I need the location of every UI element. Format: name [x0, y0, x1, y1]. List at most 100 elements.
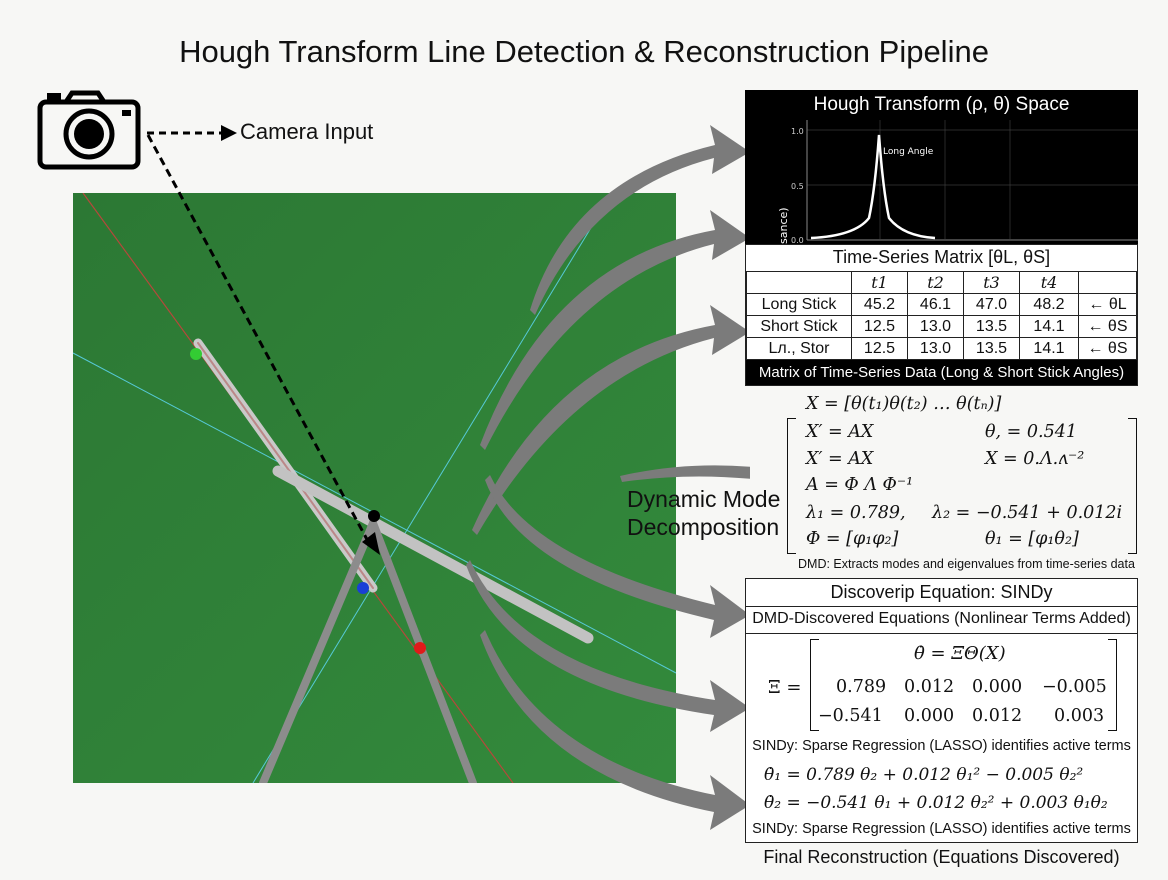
hough-space-plot: 1.0 0.5 0.0 Long Angle sance) [777, 120, 1138, 244]
flow-arrow [466, 560, 750, 732]
peak-label: Long Angle [883, 147, 934, 157]
matrix-bracket-left [810, 639, 819, 731]
xi-label: Ξ = [768, 677, 802, 698]
matrix-bracket-right [1128, 418, 1137, 554]
sindy-equation: θ̇₁ = 0.789 θ₂ + 0.012 θ₁² − 0.005 θ₂² [764, 765, 1084, 785]
long-stick-edge [197, 342, 374, 589]
table-cell: 12.5 [851, 315, 908, 338]
table-cell: 48.2 [1019, 293, 1079, 316]
flow-arrow [480, 210, 750, 450]
y-tick: 0.0 [791, 236, 804, 244]
table-cell: 45.2 [851, 293, 908, 316]
row-tag: ← θL [1078, 293, 1137, 316]
dmd-equation: λ₂ = −0.541 + 0.012i [932, 503, 1123, 523]
dmd-label: Dynamic Mode Decomposition [627, 485, 780, 541]
flow-arrow [480, 630, 750, 830]
row-tag: ← θS [1078, 315, 1137, 338]
time-series-table: t1 t2 t3 t4 Long Stick 45.2 46.1 47.0 48… [746, 271, 1137, 360]
sindy-title: Discoverip Equation: SINDy [830, 582, 1053, 602]
dmd-equation-x: X = [θ(t₁)θ(t₂) … θ(tₙ)] [806, 394, 1002, 414]
dmd-equation: Φ = [φ₁φ₂] [806, 529, 899, 549]
matrix-cell: 0.789 [836, 677, 887, 697]
sindy-note: SINDy: Sparse Regression (LASSO) identif… [752, 738, 1131, 754]
matrix-cell: 0.012 [904, 677, 955, 697]
flow-arrows [466, 125, 750, 830]
matrix-bracket-right [1108, 639, 1117, 731]
sindy-panel: Discoverip Equation: SINDy DMD-Discovere… [745, 578, 1138, 843]
table-cell: 46.1 [907, 293, 964, 316]
short-stick [272, 465, 594, 644]
column-header: t3 [963, 271, 1020, 294]
table-cell: 14.1 [1019, 315, 1079, 338]
table-row: Short Stick 12.5 13.0 13.5 14.1 ← θS [746, 315, 1137, 338]
dmd-equation: λ₁ = 0.789, [806, 503, 906, 523]
table-row: Long Stick 45.2 46.1 47.0 48.2 ← θL [746, 293, 1137, 316]
camera-icon [37, 90, 141, 170]
dmd-equation: θ, = 0.541 [985, 422, 1077, 442]
matrix-bracket-left [787, 418, 796, 554]
camera-input-arrow [147, 125, 237, 141]
matrix-cell: 0.012 [972, 706, 1023, 726]
sindy-subtitle: DMD-Discovered Equations (Nonlinear Term… [752, 610, 1131, 627]
row-label: Lл., Stor [746, 337, 852, 360]
dmd-equation: X′ = AX [806, 422, 874, 442]
column-header: t2 [907, 271, 964, 294]
time-series-title: Time-Series Matrix [θL, θS] [746, 247, 1137, 268]
matrix-cell: 0.000 [904, 706, 955, 726]
camera-to-scene-arrow [146, 134, 380, 555]
sindy-note: SINDy: Sparse Regression (LASSO) identif… [752, 821, 1131, 837]
marker-green [190, 348, 202, 360]
time-series-footer: Matrix of Time-Series Data (Long & Short… [746, 360, 1137, 385]
support-stick [259, 519, 377, 783]
dmd-label-line: Dynamic Mode [627, 486, 781, 512]
page-title: Hough Transform Line Detection & Reconst… [179, 34, 989, 69]
time-series-title-text: Time-Series Matrix [θL, θS] [832, 247, 1051, 267]
dmd-label-line: Decomposition [627, 514, 780, 540]
row-label: Long Stick [746, 293, 852, 316]
final-reconstruction-label: Final Reconstruction (Equations Discover… [763, 847, 1120, 867]
table-header-row: t1 t2 t3 t4 [746, 271, 1137, 294]
matrix-cell: 0.000 [972, 677, 1023, 697]
sindy-equation: θ̇₂ = −0.541 θ₁ + 0.012 θ₂² + 0.003 θ₁θ₂ [764, 793, 1108, 813]
marker-black [368, 510, 380, 522]
table-cell: 13.5 [963, 315, 1020, 338]
flow-arrow [530, 125, 750, 315]
column-header: t1 [851, 271, 908, 294]
divider [746, 606, 1137, 607]
table-cell: 13.0 [907, 315, 964, 338]
dmd-equation: X = 0.Λ.ʌ⁻² [985, 449, 1085, 469]
matrix-cell: −0.005 [1042, 677, 1107, 697]
hough-space-title: Hough Transform (ρ, θ) Space [813, 94, 1070, 115]
flow-arrow [485, 475, 750, 638]
matrix-cell: 0.003 [1054, 706, 1105, 726]
flow-arrow [472, 305, 750, 535]
hough-space-panel: Hough Transform (ρ, θ) Space 1.0 0.5 0.0… [745, 90, 1138, 244]
camera-frame-image [73, 193, 676, 783]
dmd-equation: θ₁ = [φ₁θ₂] [985, 529, 1079, 549]
row-label: Short Stick [746, 315, 852, 338]
matrix-cell: −0.541 [818, 706, 883, 726]
table-cell: 13.5 [963, 337, 1020, 360]
marker-red [414, 642, 426, 654]
sindy-theta-equation: θ̇ = ΞΘ(X) [914, 643, 1006, 664]
hough-peak-curve [810, 134, 936, 240]
camera-input-label: Camera Input [240, 119, 374, 144]
flow-arrow [620, 465, 750, 482]
y-tick: 1.0 [791, 127, 804, 136]
dmd-caption: DMD: Extracts modes and eigenvalues from… [798, 557, 1135, 571]
dmd-equation: A = Φ Λ Φ⁻¹ [806, 475, 914, 495]
y-tick: 0.5 [791, 182, 804, 191]
marker-blue [357, 582, 369, 594]
table-row: Lл., Stor 12.5 13.0 13.5 14.1 ← θS [746, 337, 1137, 360]
y-axis-label: sance) [777, 207, 790, 244]
table-cell: 13.0 [907, 337, 964, 360]
table-cell: 12.5 [851, 337, 908, 360]
divider [746, 633, 1137, 634]
table-cell: 47.0 [963, 293, 1020, 316]
green-background [73, 193, 676, 783]
table-cell: 14.1 [1019, 337, 1079, 360]
dmd-equation: X′ = AX [806, 449, 874, 469]
hough-line-cyan [252, 207, 604, 783]
row-tag: ← θS [1078, 337, 1137, 360]
column-header: t4 [1019, 271, 1079, 294]
